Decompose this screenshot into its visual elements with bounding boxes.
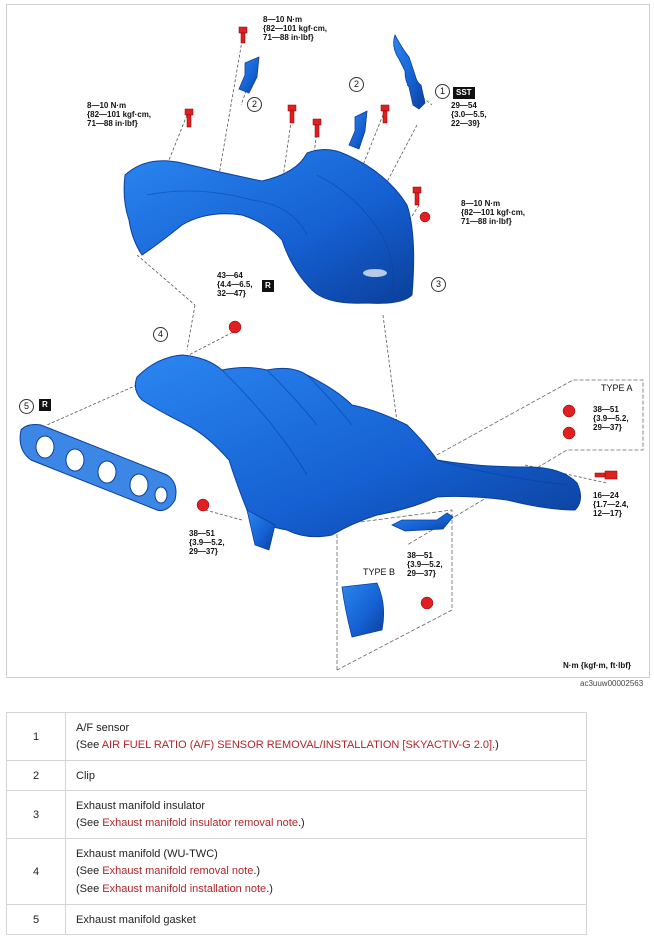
table-row: 5 Exhaust manifold gasket bbox=[6, 904, 587, 935]
image-code: ac3uuw00002563 bbox=[580, 679, 644, 688]
reusable-badge-2: R bbox=[39, 399, 51, 411]
type-b-label: TYPE B bbox=[363, 567, 396, 577]
clip-right bbox=[348, 110, 368, 150]
torque-spec-3: 8—10 N·m {82—101 kgf·cm, 71—88 in·lbf} bbox=[461, 199, 526, 226]
reference-suffix: .) bbox=[297, 816, 305, 829]
part-reference: (See AIR FUEL RATIO (A/F) SENSOR REMOVAL… bbox=[76, 736, 576, 754]
table-row: 4 Exhaust manifold (WU-TWC) (See Exhaust m… bbox=[6, 838, 587, 905]
reference-link[interactable]: Exhaust manifold insulator removal note bbox=[102, 816, 298, 829]
parts-table: 1 A/F sensor (See AIR FUEL RATIO (A/F) SEN… bbox=[6, 712, 587, 935]
table-row: 1 A/F sensor (See AIR FUEL RATIO (A/F) SEN… bbox=[6, 712, 587, 761]
callout-1: 1 bbox=[435, 84, 450, 99]
part-number: 2 bbox=[6, 760, 66, 791]
bolts bbox=[184, 26, 618, 610]
callout-5: 5 bbox=[19, 399, 34, 414]
part-number: 1 bbox=[6, 712, 66, 761]
exploded-diagram: 8—10 N·m {82—101 kgf·cm, 71—88 in·lbf} 8… bbox=[6, 4, 650, 678]
reference-prefix: (See bbox=[76, 738, 102, 751]
part-description: A/F sensor (See AIR FUEL RATIO (A/F) SENS… bbox=[65, 712, 587, 761]
sst-badge: SST bbox=[453, 87, 475, 99]
reference-link[interactable]: Exhaust manifold installation note bbox=[102, 882, 267, 895]
part-name: Clip bbox=[76, 769, 95, 782]
part-description: Exhaust manifold gasket bbox=[65, 904, 587, 935]
type-b-detail bbox=[341, 582, 385, 638]
af-sensor bbox=[393, 33, 426, 110]
torque-spec-2: 8—10 N·m {82—101 kgf·cm, 71—88 in·lbf} bbox=[87, 101, 152, 128]
clip-left bbox=[238, 56, 260, 94]
torque-spec-4: 43—64 {4.4—6.5, 32—47} bbox=[217, 271, 253, 298]
part-name: Exhaust manifold (WU-TWC) bbox=[76, 847, 218, 860]
reference-prefix: (See bbox=[76, 882, 103, 895]
callout-4: 4 bbox=[153, 327, 168, 342]
torque-spec-6: 38—51 {3.9—5.2, 29—37} bbox=[189, 529, 225, 556]
pipe-bracket bbox=[391, 512, 454, 532]
exhaust-manifold bbox=[134, 354, 581, 551]
reference-prefix: (See bbox=[76, 864, 103, 877]
reusable-badge-1: R bbox=[262, 280, 274, 292]
torque-spec-5: 16—24 {1.7—2.4, 12—17} bbox=[593, 491, 629, 518]
units-legend: N·m {kgf·m, ft·lbf} bbox=[563, 661, 631, 670]
reference-link[interactable]: Exhaust manifold removal note bbox=[102, 864, 254, 877]
part-description: Exhaust manifold (WU-TWC) (See Exhaust ma… bbox=[65, 838, 587, 905]
table-row: 3 Exhaust manifold insulator (See Exhaust … bbox=[6, 790, 587, 839]
callout-3: 3 bbox=[431, 277, 446, 292]
part-name: A/F sensor bbox=[76, 721, 130, 734]
type-a-label: TYPE A bbox=[601, 383, 633, 393]
reference-prefix: (See bbox=[76, 816, 103, 829]
insulator bbox=[123, 149, 415, 304]
torque-spec-7: 38—51 {3.9—5.2, 29—37} bbox=[407, 551, 443, 578]
part-reference: (See Exhaust manifold installation note.… bbox=[76, 880, 576, 898]
torque-spec-1: 8—10 N·m {82—101 kgf·cm, 71—88 in·lbf} bbox=[263, 15, 328, 42]
part-number: 3 bbox=[6, 790, 66, 839]
manifold-gasket bbox=[19, 424, 177, 511]
table-row: 2 Clip bbox=[6, 760, 587, 791]
callout-2-left: 2 bbox=[247, 97, 262, 112]
torque-spec-sst: 29—54 {3.0—5.5, 22—39} bbox=[451, 101, 487, 128]
reference-suffix: .) bbox=[266, 882, 273, 895]
part-number: 5 bbox=[6, 904, 66, 935]
part-name: Exhaust manifold gasket bbox=[76, 913, 196, 926]
part-reference: (See Exhaust manifold insulator removal … bbox=[76, 814, 576, 832]
type-b-frame bbox=[336, 509, 453, 671]
torque-spec-type-a: 38—51 {3.9—5.2, 29—37} bbox=[593, 405, 629, 432]
reference-suffix: .) bbox=[253, 864, 261, 877]
part-reference: (See Exhaust manifold removal note.) bbox=[76, 862, 576, 880]
reference-suffix: .) bbox=[492, 738, 499, 751]
reference-link[interactable]: AIR FUEL RATIO (A/F) SENSOR REMOVAL/INST… bbox=[101, 738, 493, 751]
callout-2-right: 2 bbox=[349, 77, 364, 92]
part-description: Clip bbox=[65, 760, 587, 791]
part-number: 4 bbox=[6, 838, 66, 905]
part-description: Exhaust manifold insulator (See Exhaust m… bbox=[65, 790, 587, 839]
diagram-artwork bbox=[19, 26, 644, 671]
type-a-frame bbox=[336, 379, 644, 670]
part-name: Exhaust manifold insulator bbox=[76, 799, 206, 812]
